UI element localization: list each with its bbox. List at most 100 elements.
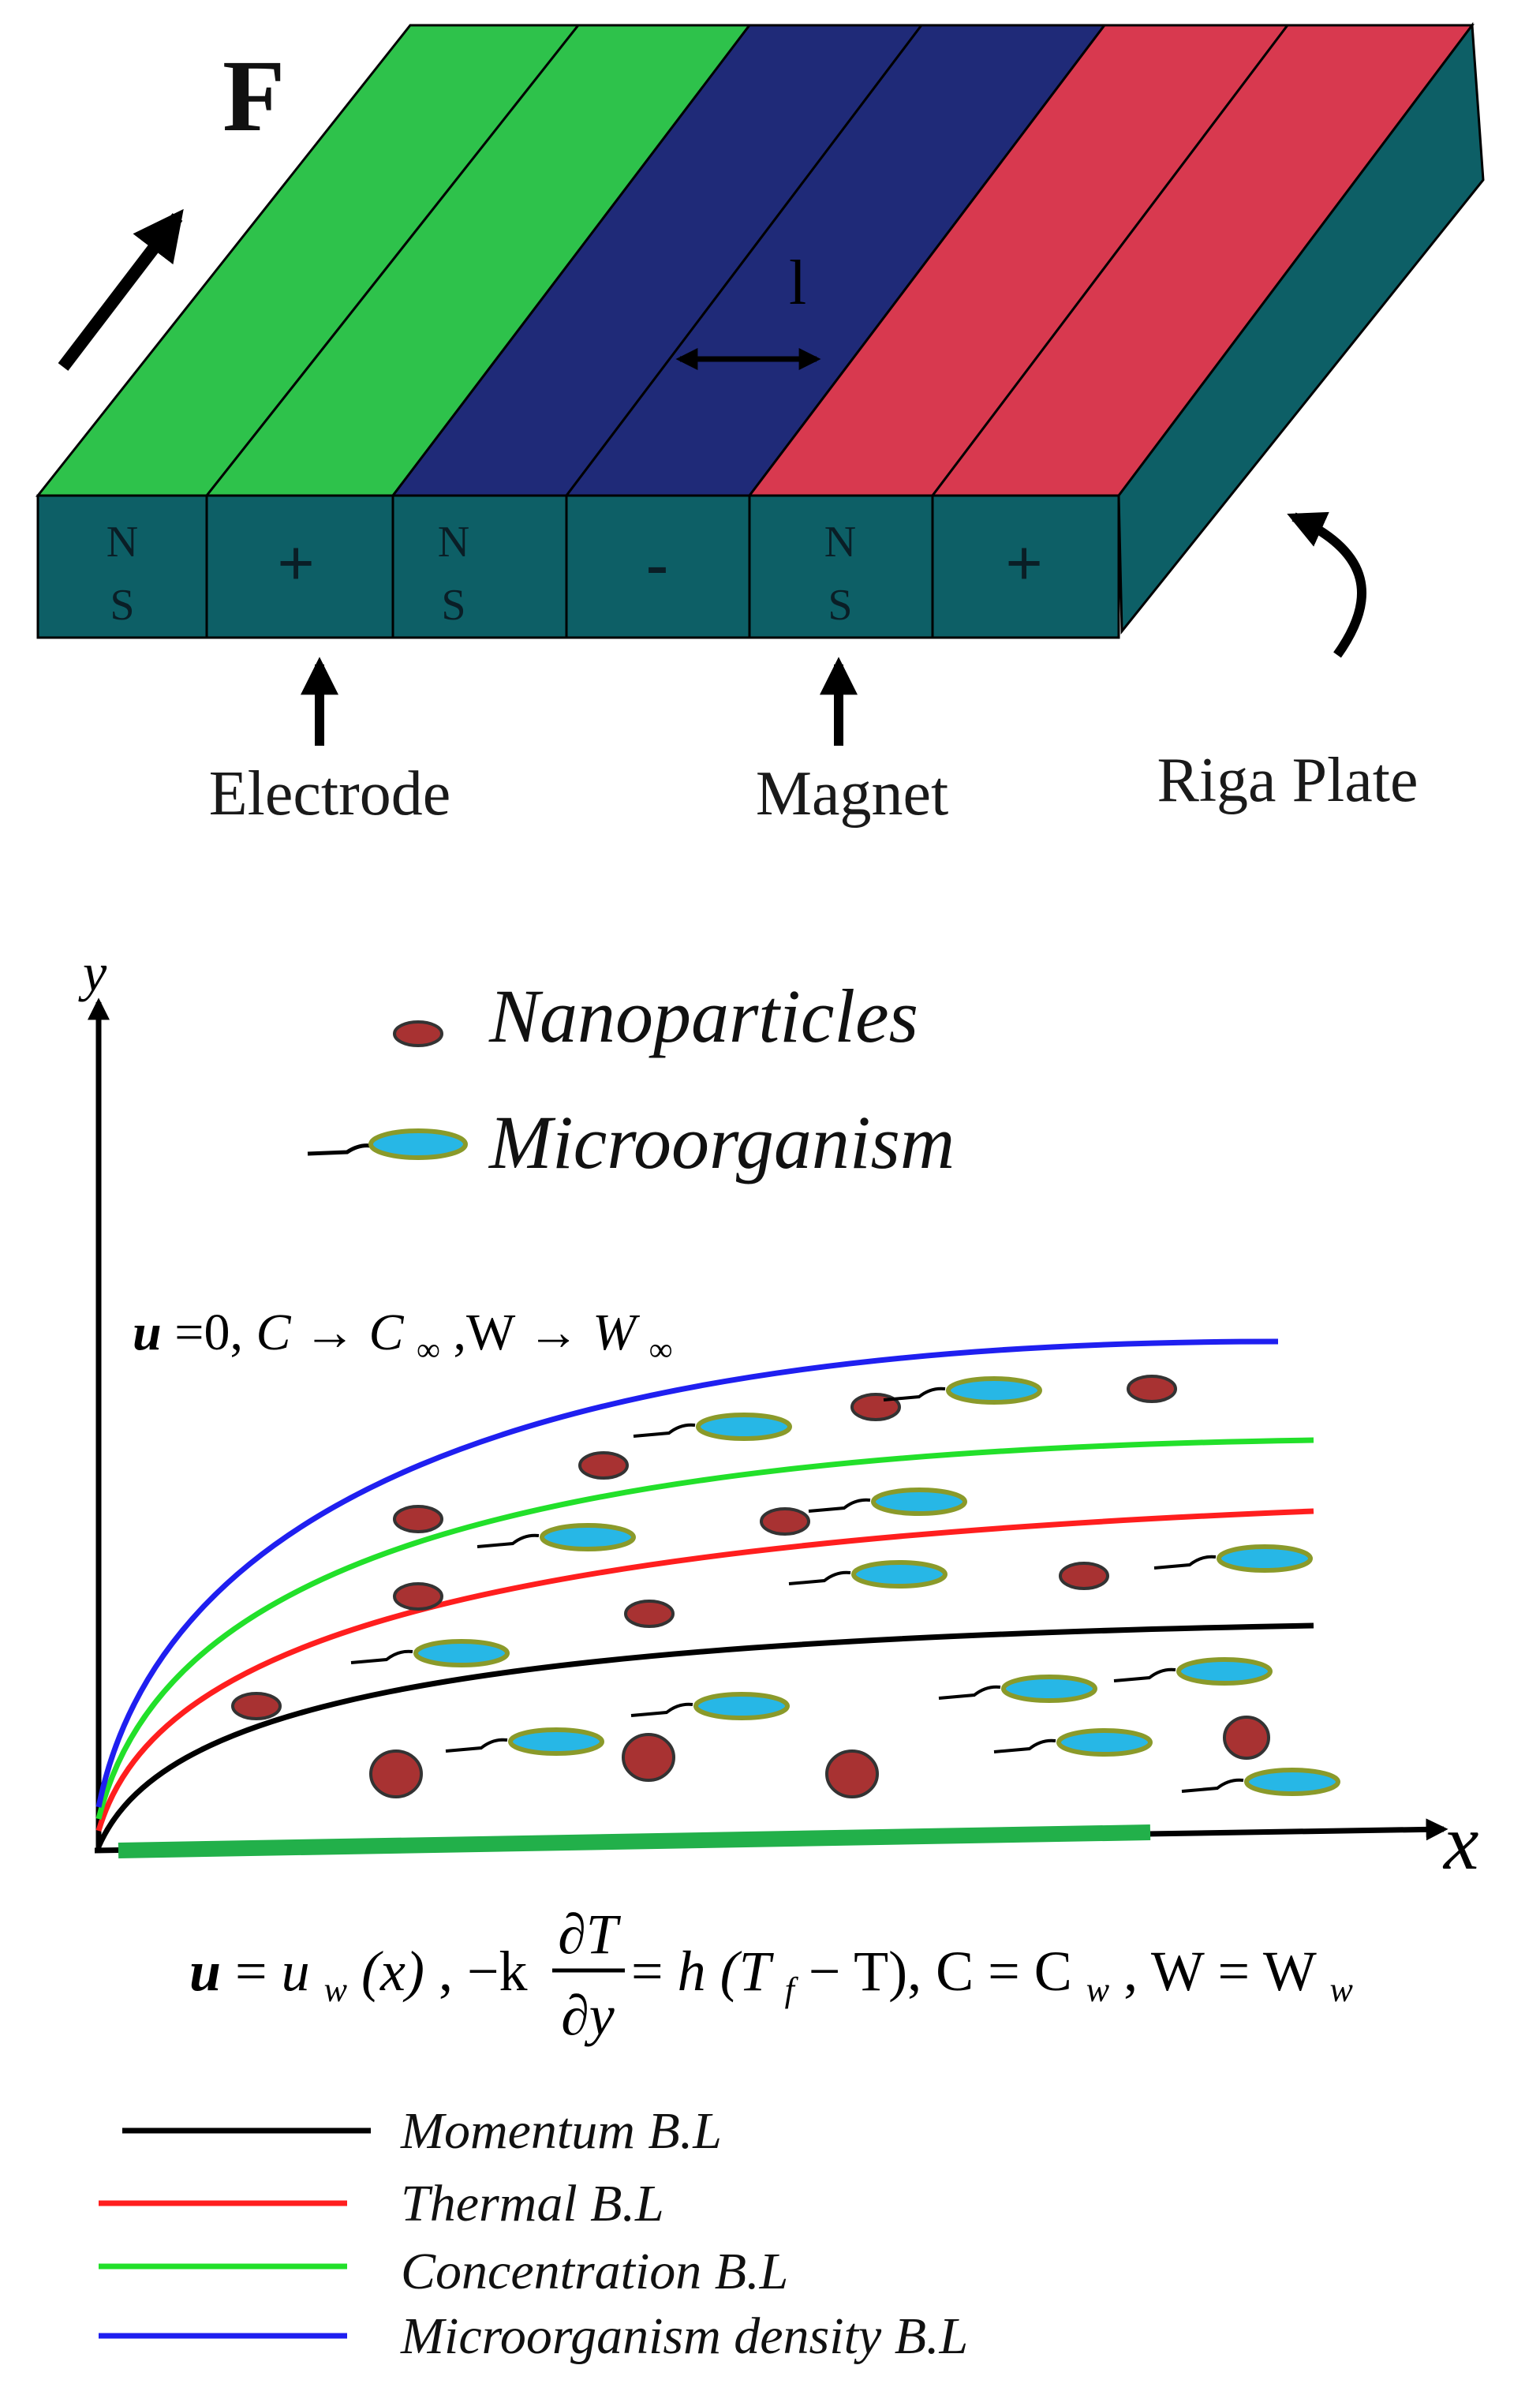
microorganism-tail <box>630 1702 693 1717</box>
bc-top: u =0, C → C ∞ ,W → W ∞ <box>133 1304 673 1372</box>
plate-side-face <box>1117 21 1485 635</box>
cell-3-s: S <box>441 581 465 630</box>
microorganism <box>883 1376 1042 1405</box>
bc-top-comma: ,W <box>453 1304 516 1361</box>
microorganism-body <box>693 1692 790 1720</box>
microorganism-body <box>508 1727 604 1756</box>
bc-top-winf: W <box>592 1304 640 1361</box>
bc-top-inf1: ∞ <box>417 1332 440 1368</box>
bc-bot-h: h <box>678 1940 706 2003</box>
cell-5-n: N <box>824 518 856 567</box>
cell-5-s: S <box>828 581 852 630</box>
nanoparticle <box>622 1733 675 1782</box>
svg-text:u =0, C: u =0, C → C ∞ ,W → W ∞ <box>133 1304 673 1372</box>
front-cell-dividers <box>205 496 934 638</box>
bc-bot-xarg: (x) <box>361 1940 424 2003</box>
concentration-curve <box>95 1437 1314 1820</box>
legend-momentum: Momentum B.L <box>400 2102 722 2160</box>
bc-bot-minus-k: , −k <box>439 1940 528 2003</box>
legend-microorganism-density: Microorganism density B.L <box>400 2307 968 2365</box>
bc-bot-cw-sub: w <box>1086 1970 1110 2009</box>
bc-bot-f-sub: f <box>785 1970 799 2009</box>
cell-3-n: N <box>438 518 469 567</box>
svg-text:= h (T: = h (T f − T), C = C w , W = W w <box>631 1940 1353 2014</box>
legend-thermal: Thermal B.L <box>401 2175 664 2232</box>
riga-plate-arrow <box>1287 511 1366 658</box>
nanoparticle-legend-icon <box>393 1020 443 1047</box>
bc-top-arrow2: → <box>528 1304 580 1361</box>
microorganism-tail <box>1181 1778 1244 1793</box>
nanoparticle <box>231 1692 282 1720</box>
bc-top-c: C <box>256 1304 291 1361</box>
nanoparticle <box>1127 1375 1177 1403</box>
bc-bot-dT: ∂T <box>558 1903 622 1966</box>
cell-2-plus: + <box>277 527 315 601</box>
microorganism-body <box>1217 1544 1313 1573</box>
microorganism-body <box>871 1488 967 1516</box>
microorganism-density-curve <box>95 1338 1279 1808</box>
magnet-label: Magnet <box>756 759 948 829</box>
nanoparticle <box>1223 1716 1270 1760</box>
microorganism-body <box>1001 1675 1097 1703</box>
flow-figure: Nanoparticles Microorganism y x u =0, C … <box>78 942 1478 2365</box>
microorganism-tail <box>1153 1555 1217 1570</box>
nanoparticle <box>1059 1562 1109 1590</box>
cell-1-n: N <box>107 518 138 567</box>
boundary-layer-curves <box>95 1338 1314 1848</box>
electrode-label: Electrode <box>209 759 450 829</box>
wall-surface <box>118 1824 1151 1858</box>
microorganism-body <box>851 1560 948 1589</box>
cell-4-minus: - <box>646 527 668 601</box>
bc-top-eq: =0, <box>174 1304 243 1361</box>
bc-top-arrow1: → <box>304 1304 356 1361</box>
microorganism-legend-icon <box>368 1128 468 1160</box>
plate-front-face <box>36 494 1120 639</box>
microorganism-tail <box>993 1738 1056 1753</box>
microorganism <box>1181 1768 1340 1796</box>
microorganism-legend-tail <box>307 1143 372 1156</box>
nanoparticle <box>369 1749 423 1798</box>
bc-top-cinf: C <box>368 1304 404 1361</box>
nanoparticle <box>393 1505 443 1533</box>
bc-top-u: u <box>133 1304 162 1361</box>
microorganism <box>993 1728 1153 1757</box>
microorganism-tail <box>477 1533 540 1548</box>
microorganism-body <box>696 1413 792 1441</box>
microorganism-body <box>1056 1728 1153 1757</box>
bc-bottom: u = u w (x) , −k ∂T ∂y = h (T f − T), C … <box>189 1903 1353 2047</box>
bc-bot-w-part: , W = W <box>1123 1940 1317 2003</box>
microorganism <box>630 1692 790 1720</box>
microorganism <box>788 1560 948 1589</box>
microorganism-tail <box>788 1570 851 1585</box>
microorganism-tail <box>883 1386 946 1401</box>
microorganism-tail <box>350 1649 413 1664</box>
bc-bot-minus-t: − T), C = C <box>809 1940 1072 2003</box>
microorganism <box>350 1639 510 1667</box>
riga-plate-figure: N S + N S - N S + F l Electrode Magnet R… <box>35 21 1485 829</box>
microorganism-body <box>946 1376 1042 1405</box>
cell-1-s: S <box>110 581 134 630</box>
y-axis-label: y <box>78 942 107 1002</box>
bc-bot-dy: ∂y <box>561 1984 615 2047</box>
spacing-label: l <box>789 249 806 318</box>
riga-plate-label: Riga Plate <box>1157 746 1418 815</box>
microorganism-tail <box>633 1423 696 1438</box>
microorganism <box>477 1523 636 1551</box>
force-label: F <box>222 39 285 153</box>
bc-bot-uw: u <box>282 1940 310 2003</box>
legend-nanoparticles: Nanoparticles <box>488 974 918 1058</box>
force-arrow <box>58 208 184 371</box>
bc-bot-eq2: = <box>631 1940 678 2003</box>
microorganism-body <box>1244 1768 1340 1796</box>
legend-microorganism: Microorganism <box>488 1100 955 1184</box>
nanoparticle <box>393 1582 443 1611</box>
nanoparticle <box>578 1451 629 1480</box>
svg-text:u = u: u = u w (x) , −k <box>189 1940 528 2014</box>
microorganism-body <box>540 1523 636 1551</box>
bc-bot-tf: (T <box>720 1940 775 2003</box>
thermal-curve <box>95 1508 1314 1832</box>
x-axis-label: x <box>1442 1798 1478 1886</box>
microorganism-tail <box>808 1498 871 1513</box>
microorganism <box>938 1675 1097 1703</box>
